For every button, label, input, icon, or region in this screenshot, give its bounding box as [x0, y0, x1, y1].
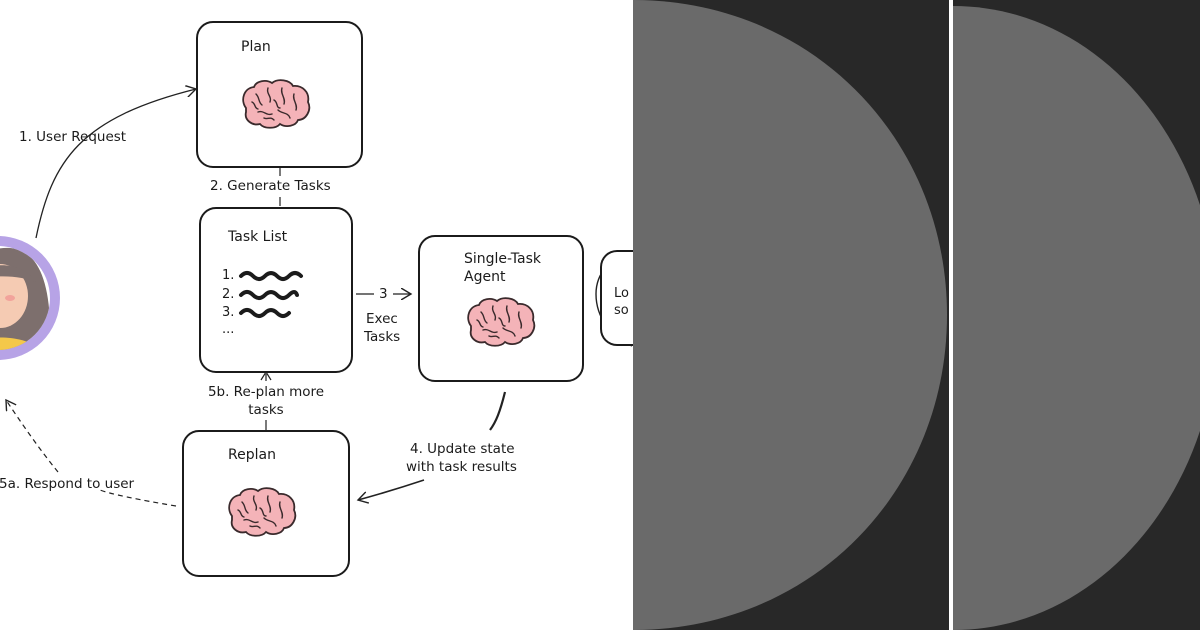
agent-title-line1: Single-Task — [464, 251, 542, 267]
scribble-line-icon — [239, 271, 303, 281]
label-replan-more-line1: 5b. Re-plan more — [207, 384, 325, 400]
brain-icon — [242, 79, 311, 129]
task-list-title: Task List — [228, 229, 288, 245]
task-item-2-number: 2. — [222, 287, 235, 302]
user-avatar-icon — [0, 236, 60, 360]
loop-node-partial — [600, 250, 633, 346]
label-update-state-line1: 4. Update state — [410, 441, 515, 457]
scribble-line-icon — [239, 290, 299, 300]
label-exec-number: 3 — [379, 286, 388, 302]
decor-divider — [949, 0, 953, 630]
label-replan-more-line2: tasks — [248, 402, 284, 418]
arrow-update-state-bottom — [358, 479, 425, 500]
arrow-update-state-top — [489, 391, 507, 431]
decor-half-circle-right — [953, 6, 1200, 630]
task-item-more: ... — [222, 322, 235, 337]
decor-panel-left — [633, 0, 949, 630]
brain-icon — [467, 297, 536, 347]
loop-node-text-line2: so — [614, 303, 629, 318]
label-exec-line2: Tasks — [364, 329, 401, 345]
task-list-node — [199, 207, 353, 373]
agent-title-line2: Agent — [464, 269, 506, 285]
arrow-user-request — [35, 89, 196, 239]
scribble-line-icon — [239, 308, 291, 318]
loop-node-text-line1: Lo — [614, 286, 629, 301]
diagram-panel: Plan Task List 1. 2. 3. ... Single-Task … — [0, 0, 633, 630]
task-item-1-number: 1. — [222, 268, 235, 283]
label-respond-to-user: 5a. Respond to user — [0, 476, 135, 492]
task-item-3-number: 3. — [222, 305, 235, 320]
decor-half-circle-left — [633, 0, 947, 630]
decor-panel-right — [953, 0, 1200, 630]
label-user-request: 1. User Request — [19, 129, 127, 145]
replan-title: Replan — [228, 447, 276, 463]
label-exec-line1: Exec — [366, 311, 398, 327]
label-generate-tasks: 2. Generate Tasks — [210, 178, 331, 194]
plan-title: Plan — [241, 39, 271, 55]
brain-icon — [228, 487, 297, 537]
arrow-respond-to-user — [6, 400, 177, 507]
label-update-state-line2: with task results — [406, 459, 517, 475]
